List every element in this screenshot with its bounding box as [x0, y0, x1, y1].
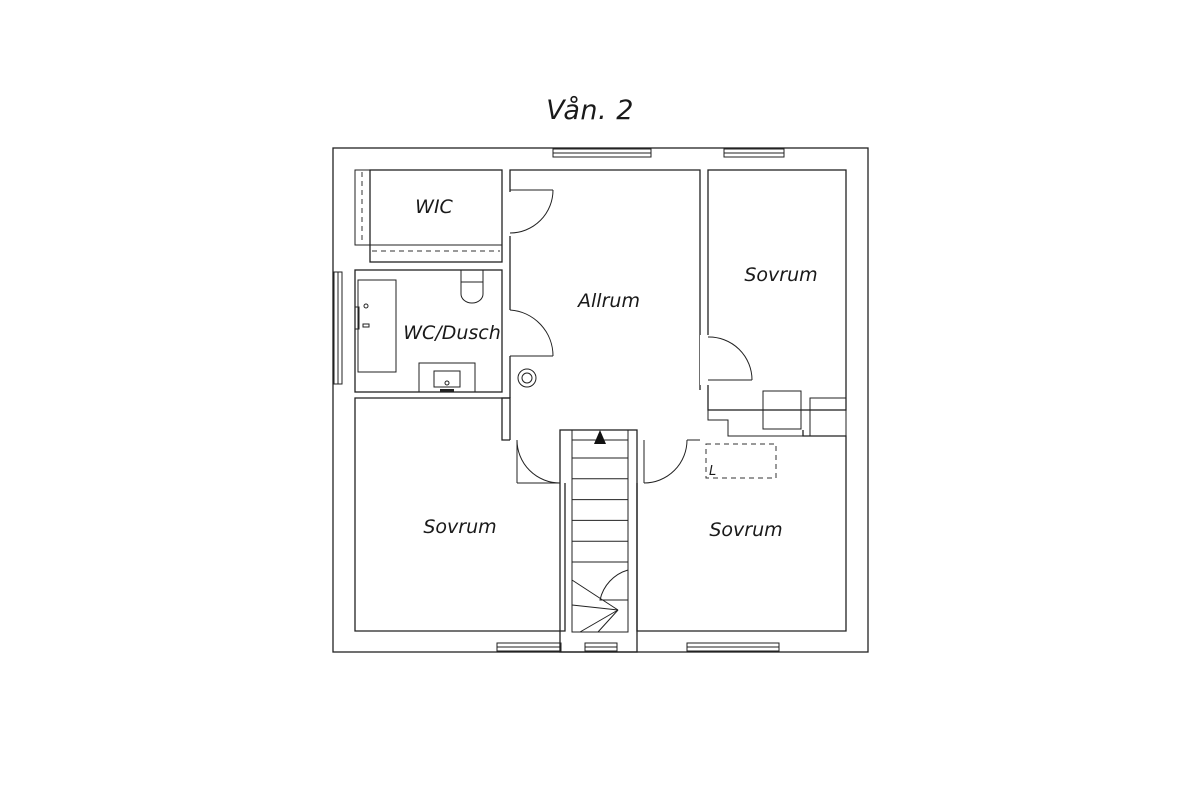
staircase	[559, 429, 638, 653]
stair-winder	[597, 609, 619, 633]
room-label-sovrum-ne: Sovrum	[744, 264, 817, 286]
room-label-allrum: Allrum	[576, 290, 640, 312]
door-wic	[503, 189, 554, 238]
floor-title: Vån. 2	[546, 95, 634, 126]
room-label-wic: WIC	[415, 196, 453, 218]
closet-se	[809, 397, 847, 437]
room-label-wc-dusch: WC/Dusch	[403, 322, 501, 344]
room-sovrum-se: L Sovrum	[636, 410, 847, 632]
door-wc	[503, 308, 554, 357]
sink-counter	[418, 362, 476, 393]
windows	[333, 148, 785, 652]
room-wc-dusch: WC/Dusch	[354, 269, 503, 393]
room-wic: WIC	[354, 169, 503, 263]
attic-hatch-label: L	[709, 464, 716, 479]
stair-newel	[599, 569, 629, 601]
chimney	[517, 368, 537, 388]
room-sovrum-sw: Sovrum	[354, 397, 566, 632]
room-allrum: Allrum	[501, 169, 701, 441]
bathtub	[357, 279, 397, 373]
exterior-wall	[332, 147, 869, 653]
toilet-tank	[460, 269, 484, 283]
stair-direction-arrow	[594, 430, 606, 444]
toilet-bowl	[460, 282, 484, 304]
room-label-sovrum-sw: Sovrum	[423, 516, 496, 538]
attic-hatch	[705, 443, 777, 479]
stair-winder	[579, 609, 619, 633]
stair-winder	[571, 604, 619, 611]
room-label-sovrum-se: Sovrum	[709, 519, 782, 541]
sink	[433, 370, 461, 388]
room-sovrum-ne: Sovrum	[700, 169, 847, 437]
stair-winder	[571, 579, 619, 611]
closet-ne	[762, 390, 802, 430]
